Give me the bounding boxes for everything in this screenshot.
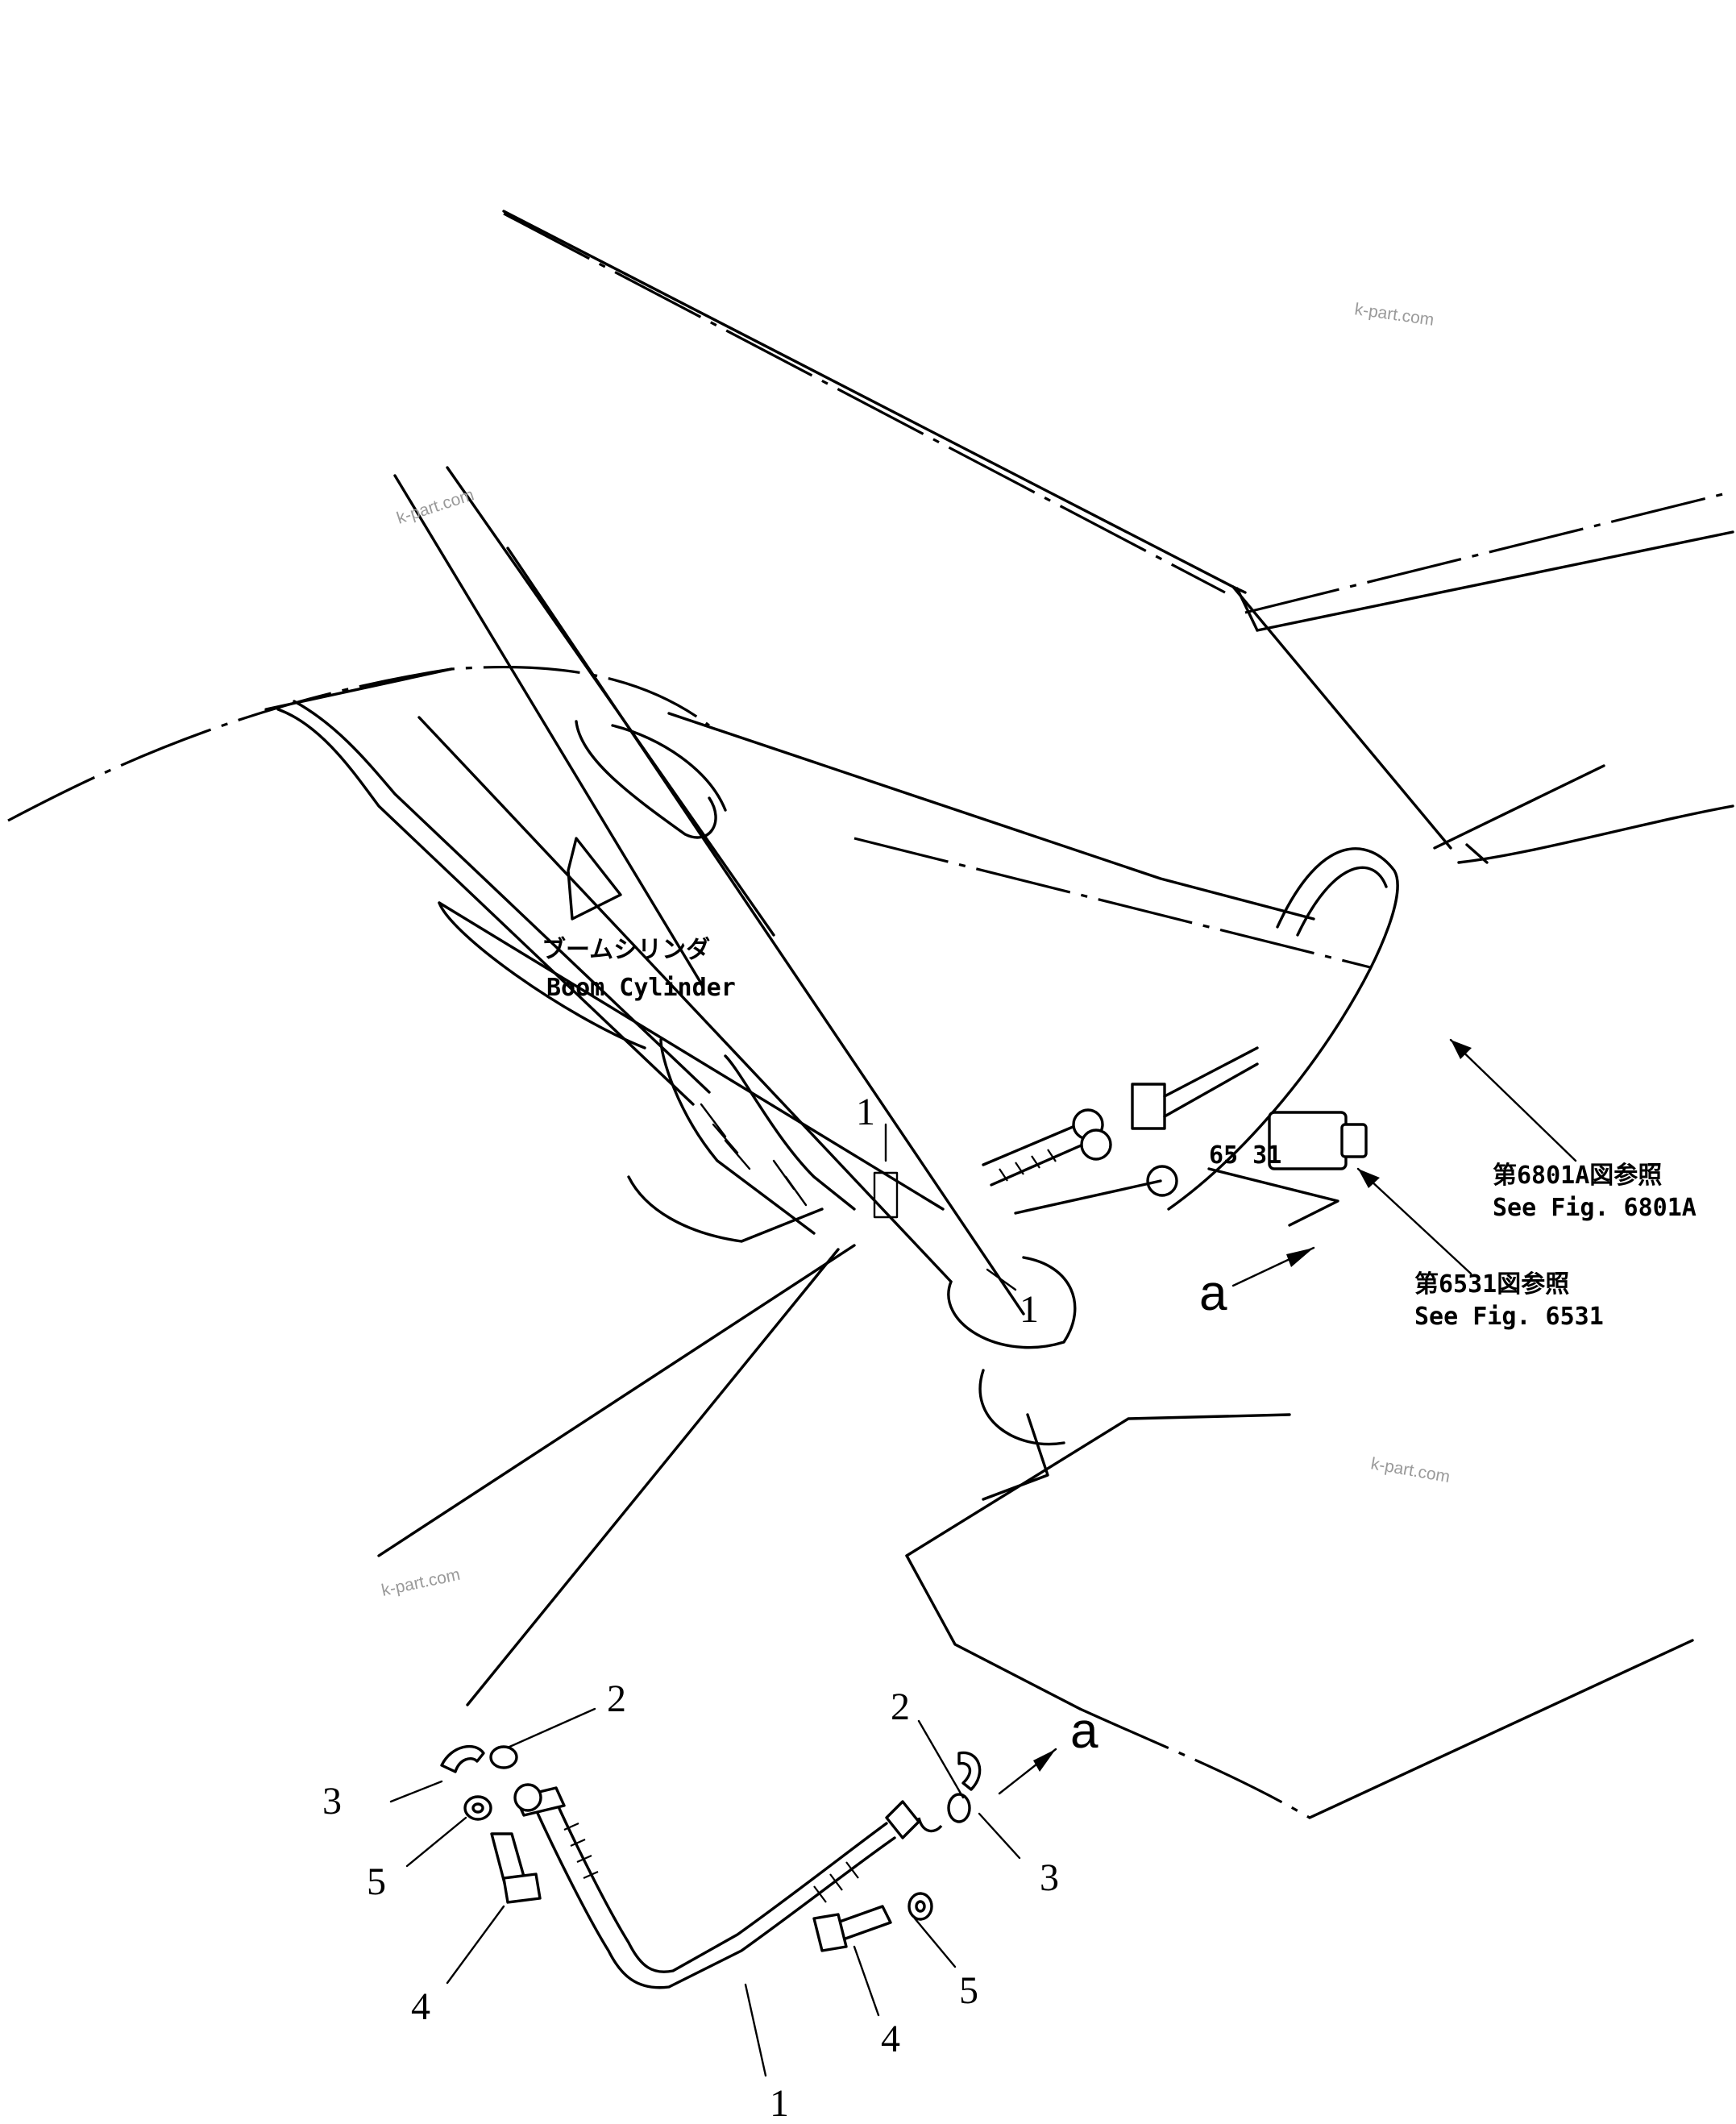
watermark: k-part.com [1353,300,1435,330]
watermark: k-part.com [380,1565,462,1600]
view-arrow-a-upper: a [1199,1266,1227,1321]
reference-leaders [998,1038,1577,1795]
callout-upper-1b: 1 [1020,1288,1039,1331]
callout-bolt-left: 4 [411,1985,430,2028]
machine-outline [7,210,1734,1819]
box-6531-label: 65 31 [1209,1141,1281,1170]
ref-6801a-label-jp: 第6801A図参照 [1493,1162,1662,1190]
text-labels: ブームシリンダ Boom Cylinder 第6801A図参照 See Fig.… [542,936,1697,1759]
boom-cylinder [393,466,1077,1501]
watermark: k-part.com [394,485,476,528]
watermarks: k-part.com k-part.com k-part.com k-part.… [380,300,1452,1600]
left-pipes [276,700,856,1235]
watermark: k-part.com [1369,1454,1452,1486]
callout-upper-1: 1 [856,1091,875,1133]
oring-right [947,1793,971,1823]
boom-cylinder-label-jp: ブームシリンダ [542,936,710,964]
callout-clamp-left: 3 [322,1780,342,1823]
callout-oring-right: 2 [891,1685,910,1728]
upper-callouts: 1 1 [856,1091,1039,1331]
lower-callouts: 2 2 3 3 5 5 4 4 1 [322,1677,1059,2124]
ref-6801a-label-en: See Fig. 6801A [1493,1194,1697,1222]
callout-oring-left: 2 [607,1677,626,1720]
callout-bolt-right: 4 [881,2018,900,2060]
callout-washer-right: 5 [959,1969,978,2012]
exploded-parts [389,1707,1021,2077]
callout-hose: 1 [770,2082,789,2124]
view-arrow-a-lower: a [1070,1703,1098,1759]
boom-cylinder-label-en: Boom Cylinder [546,974,736,1002]
valve-connectors [982,1046,1368,1227]
ref-6531-label-jp: 第6531図参照 [1414,1270,1569,1299]
ref-6531-label-en: See Fig. 6531 [1414,1303,1604,1331]
callout-washer-left: 5 [367,1860,386,1903]
callout-clamp-right: 3 [1040,1856,1059,1899]
oring-left [489,1745,518,1769]
